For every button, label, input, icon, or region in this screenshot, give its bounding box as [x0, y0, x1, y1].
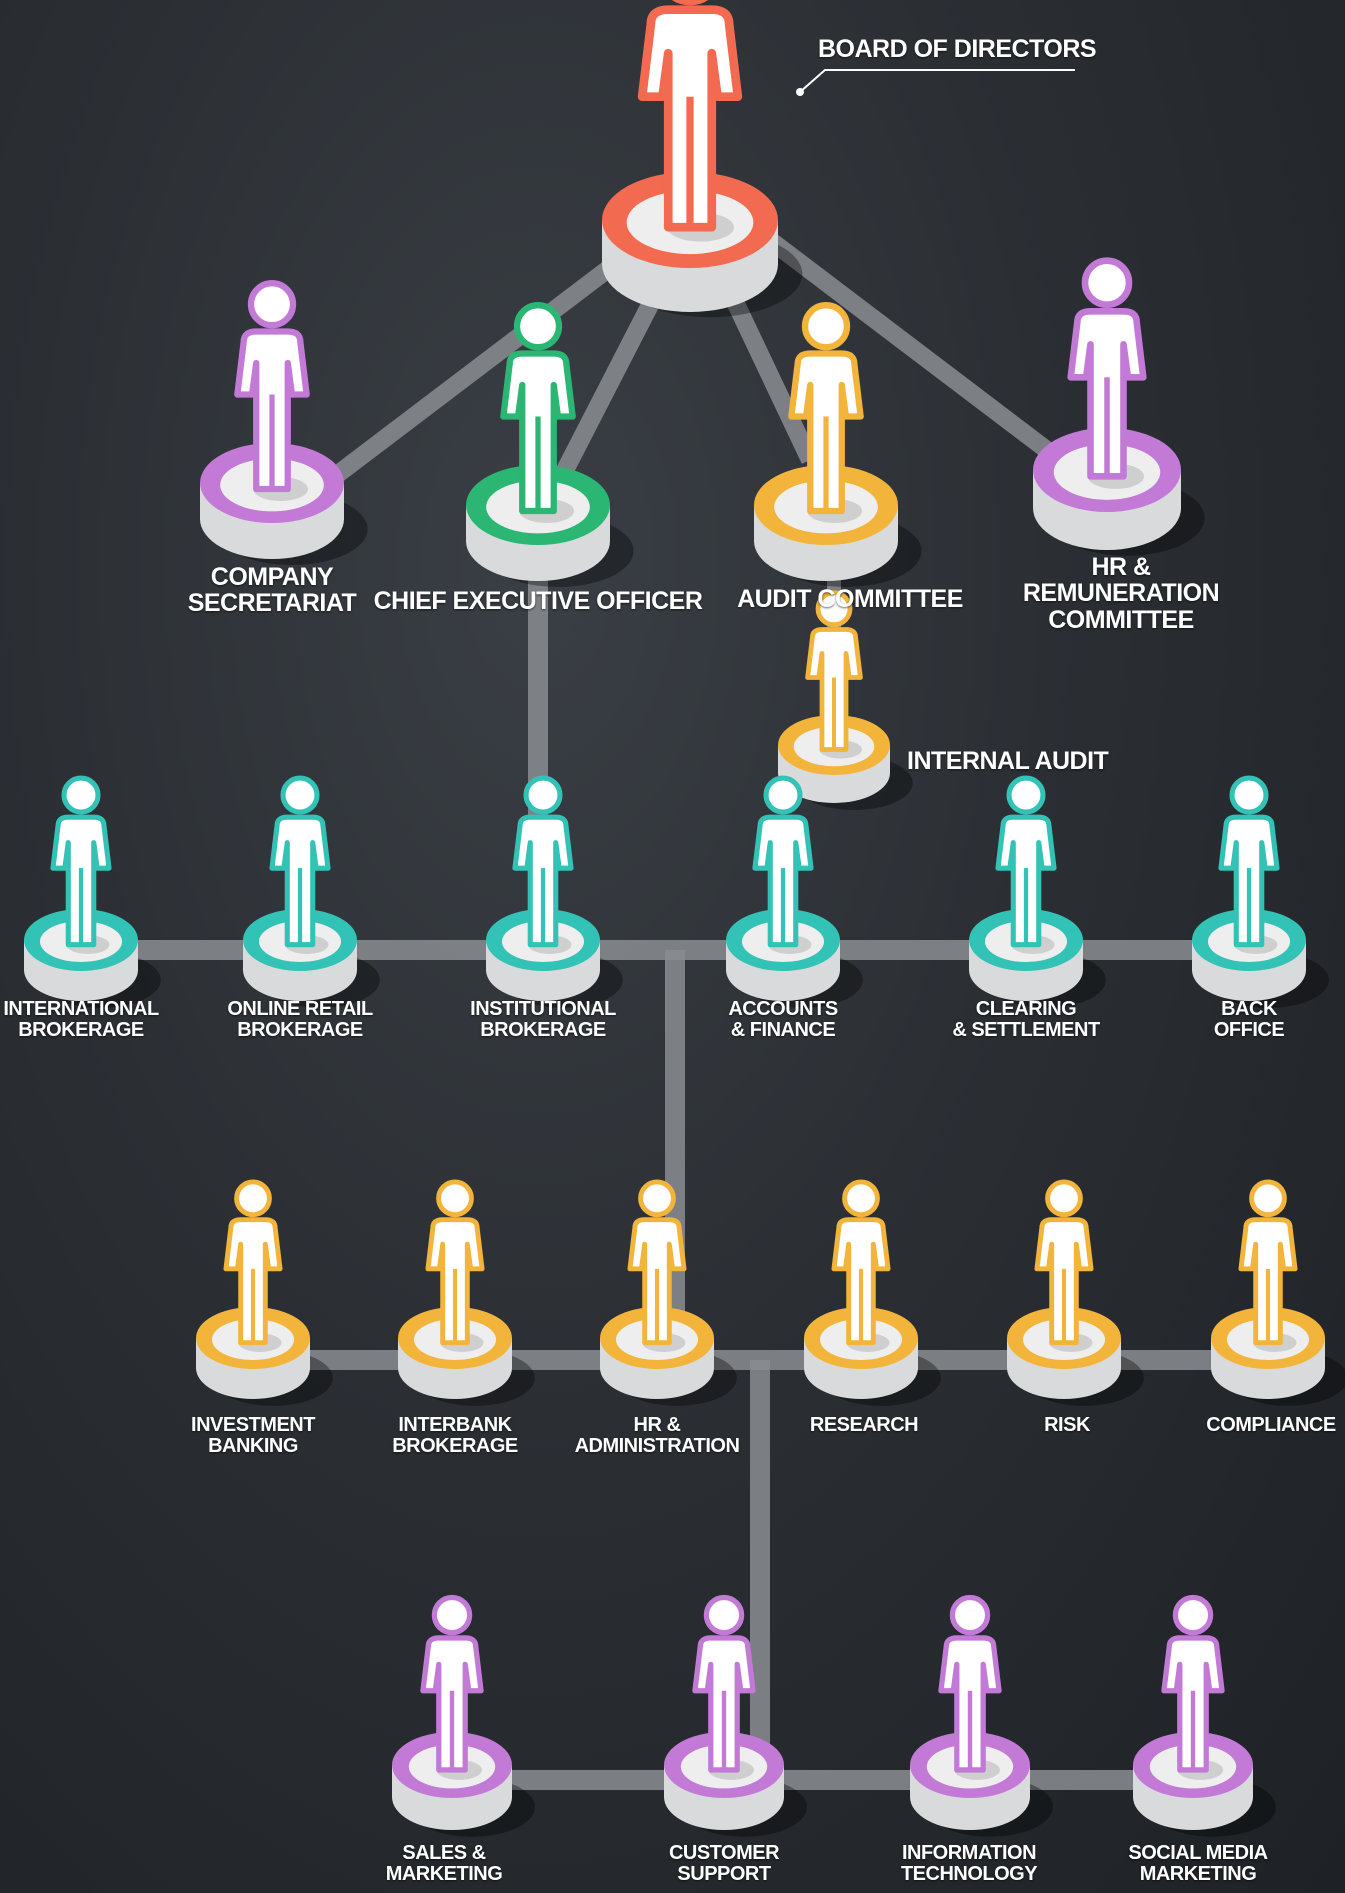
person-head [671, 0, 709, 6]
person-head [1249, 1179, 1287, 1218]
node-support-5 [1211, 1179, 1345, 1406]
label-institutional-brokerage: INSTITUTIONAL BROKERAGE [470, 998, 616, 1041]
label-ceo: CHIEF EXECUTIVE OFFICER [373, 587, 703, 615]
node-hr-remuneration [1033, 257, 1205, 556]
person-head [842, 1179, 880, 1218]
person-head [436, 1179, 474, 1218]
node-ceo [466, 302, 634, 587]
node-brokerage-2 [486, 775, 623, 1008]
node-audit-committee [754, 302, 922, 587]
label-risk: RISK [1044, 1414, 1090, 1436]
node-internal-audit [778, 590, 913, 810]
label-board-of-directors: BOARD OF DIRECTORS [818, 35, 1097, 63]
person-head [234, 1179, 272, 1218]
node-company-secretariat [200, 280, 368, 565]
node-support-1 [398, 1179, 535, 1406]
label-compliance: COMPLIANCE [1206, 1414, 1336, 1436]
label-investment-banking: INVESTMENT BANKING [191, 1414, 315, 1457]
node-support-0 [196, 1179, 333, 1406]
label-online-retail-brokerage: ONLINE RETAIL BROKERAGE [227, 998, 373, 1041]
person-head [431, 1594, 473, 1636]
board-callout-line [796, 69, 1075, 96]
person-head [247, 280, 297, 329]
person-head [1229, 775, 1269, 815]
label-research: RESEARCH [809, 1414, 919, 1436]
node-marketing-1 [664, 1594, 807, 1837]
person-head [1081, 257, 1133, 309]
callout-line [799, 69, 1075, 93]
label-back-office: BACK OFFICE [1213, 998, 1285, 1041]
person-head [513, 302, 563, 351]
person-head [801, 302, 851, 351]
node-marketing-3 [1133, 1594, 1276, 1837]
label-accounts-finance: ACCOUNTS & FINANCE [728, 998, 838, 1041]
person-head [763, 775, 803, 815]
person-head [638, 1179, 676, 1218]
label-internal-audit: INTERNAL AUDIT [907, 747, 1109, 775]
node-brokerage-5 [1192, 775, 1329, 1008]
label-international-brokerage: INTERNATIONAL BROKERAGE [3, 998, 159, 1041]
node-marketing-2 [910, 1594, 1053, 1837]
node-brokerage-1 [243, 775, 380, 1008]
connector-line [764, 232, 1066, 468]
person-head [949, 1594, 991, 1636]
callout-dot [796, 88, 804, 96]
person-head [61, 775, 101, 815]
node-support-2 [600, 1179, 737, 1406]
node-marketing-0 [392, 1594, 535, 1837]
label-interbank-brokerage: INTERBANK BROKERAGE [392, 1414, 518, 1457]
label-sales-marketing: SALES & MARKETING [385, 1842, 503, 1885]
node-support-4 [1007, 1179, 1144, 1406]
label-information-technology: INFORMATION TECHNOLOGY [900, 1842, 1038, 1885]
node-board-of-directors [602, 0, 803, 318]
node-brokerage-3 [726, 775, 863, 1008]
person-head [1045, 1179, 1083, 1218]
label-audit-committee: AUDIT COMMITTEE [737, 585, 963, 613]
person-head [280, 775, 320, 815]
person-head [703, 1594, 745, 1636]
node-brokerage-4 [969, 775, 1106, 1008]
person-head [1172, 1594, 1214, 1636]
person-head [523, 775, 563, 815]
person-head [815, 590, 853, 628]
person-head [1006, 775, 1046, 815]
label-clearing-settlement: CLEARING & SETTLEMENT [952, 998, 1100, 1041]
connector-line [324, 252, 626, 488]
label-hr-remuneration: HR & REMUNERATION COMMITTEE [1022, 553, 1220, 634]
label-social-media-marketing: SOCIAL MEDIA MARKETING [1128, 1842, 1268, 1885]
node-brokerage-0 [24, 775, 161, 1008]
label-customer-support: CUSTOMER SUPPORT [668, 1842, 780, 1885]
label-hr-administration: HR & ADMINISTRATION [574, 1414, 740, 1457]
node-support-3 [804, 1179, 941, 1406]
label-company-secretariat: COMPANY SECRETARIAT [187, 563, 357, 618]
